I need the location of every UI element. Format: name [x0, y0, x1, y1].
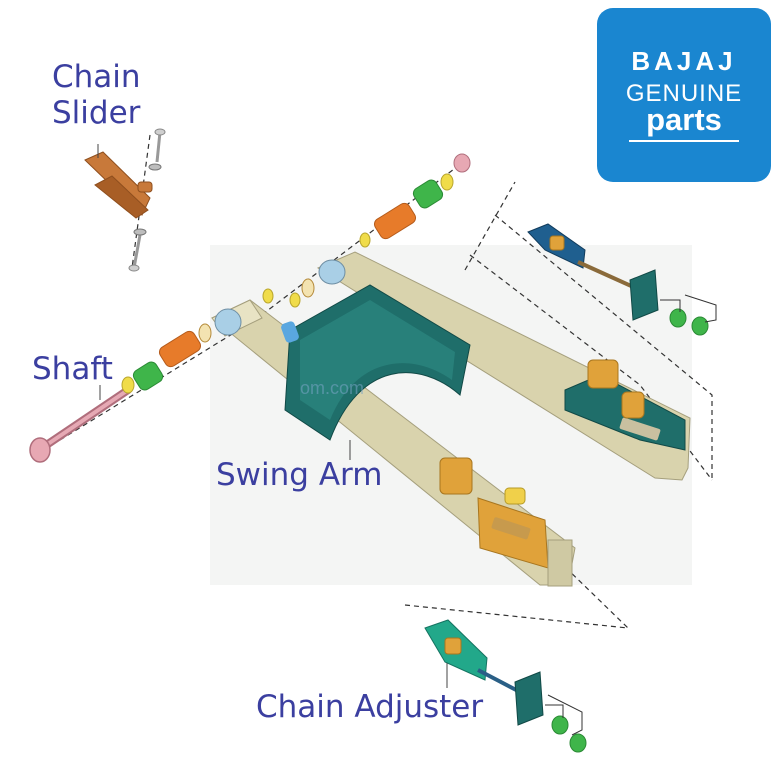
chain-slider-fasteners	[128, 128, 166, 272]
watermark: om.com	[300, 378, 365, 398]
label-chain-slider-line1: Chain	[52, 59, 141, 95]
label-leaders	[97, 144, 448, 688]
pivot-tube-right	[318, 259, 346, 285]
washer-right-4	[440, 173, 454, 191]
right-mount-bracket	[587, 359, 619, 389]
left-mount-bracket	[439, 457, 473, 495]
label-chain-slider-line2: Slider	[52, 94, 141, 131]
pivot-tube-left	[214, 308, 242, 336]
right-rear-bracket	[621, 391, 645, 419]
bushing-left	[158, 330, 202, 368]
bajaj-genuine-parts-logo: BAJAJ GENUINE parts	[597, 8, 771, 182]
left-top-tab	[504, 487, 526, 505]
cross-member-shade	[300, 300, 455, 420]
right-rear-slot	[619, 417, 661, 441]
left-rear-end	[547, 539, 573, 587]
left-rear-slot	[491, 517, 531, 540]
washer-right-1	[262, 288, 274, 304]
nut-pink	[453, 153, 471, 173]
logo-line1: GENUINE	[625, 80, 743, 107]
chain-adjuster-right-guides	[660, 294, 717, 323]
ring-right	[301, 278, 315, 298]
ring-left	[198, 323, 212, 343]
spacer-green-left	[132, 361, 164, 391]
label-shaft: Shaft	[32, 351, 113, 387]
spacer-green-right	[412, 179, 444, 209]
washer-right-2	[289, 292, 301, 308]
label-swing-arm: Swing Arm	[216, 457, 383, 493]
logo-underline	[629, 140, 739, 142]
washer-left	[121, 376, 135, 394]
arm-blue-tab	[281, 321, 299, 343]
chain-adjuster-bottom	[424, 619, 587, 753]
logo-line2: parts	[646, 102, 722, 137]
label-chain-adjuster: Chain Adjuster	[256, 689, 484, 725]
washer-right-3	[359, 232, 371, 248]
shaft-bolt	[29, 386, 132, 463]
label-chain-slider: Chain Slider	[52, 59, 141, 131]
chain-adjuster-right	[527, 223, 709, 336]
chain-adjuster-bottom-guides	[545, 694, 583, 736]
bushing-right	[373, 202, 417, 240]
chain-slider-part	[84, 151, 153, 219]
logo-brand: BAJAJ	[631, 46, 737, 76]
